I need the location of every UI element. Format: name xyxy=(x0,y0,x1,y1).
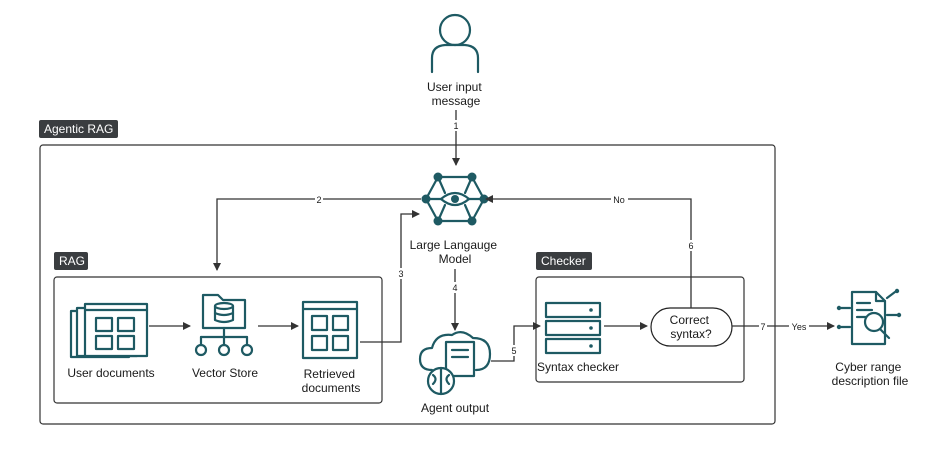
agentic-rag-group: Agentic RAG xyxy=(39,120,776,425)
connector-2: 2 xyxy=(213,194,421,271)
syntax-checker-label: Syntax checker xyxy=(537,360,619,374)
rag-group: RAG xyxy=(53,252,383,404)
retrieved-documents-label: Retrieved documents xyxy=(302,367,361,395)
neural-network-eye-icon xyxy=(421,172,489,226)
svg-text:6: 6 xyxy=(688,241,693,251)
svg-text:5: 5 xyxy=(511,346,516,356)
connector-3: 3 xyxy=(360,210,420,343)
user-icon xyxy=(430,13,480,74)
svg-text:3: 3 xyxy=(398,269,403,279)
document-search-circuit-icon xyxy=(836,288,902,346)
correct-syntax-decision: Correct syntax? xyxy=(650,307,733,347)
user-documents-label: User documents xyxy=(67,366,154,380)
user-input-label: User input message xyxy=(427,80,485,108)
llm-label: Large Langauge Model xyxy=(410,238,501,266)
rag-title: RAG xyxy=(59,254,85,268)
correct-syntax-label: Correct syntax? xyxy=(670,313,713,341)
agentic-rag-title: Agentic RAG xyxy=(44,122,113,136)
vector-store-label: Vector Store xyxy=(192,366,258,380)
svg-text:7: 7 xyxy=(760,322,765,332)
connector-5: 5 xyxy=(491,322,541,362)
cyber-range-label: Cyber range description file xyxy=(832,360,909,388)
agent-output-label: Agent output xyxy=(421,401,490,415)
documents-stack-icon xyxy=(69,302,149,359)
database-folder-icon xyxy=(194,293,254,357)
svg-text:Yes: Yes xyxy=(792,322,807,332)
checker-title: Checker xyxy=(541,254,586,268)
cloud-document-brain-icon xyxy=(418,331,492,396)
connector-1: 1 xyxy=(452,110,460,166)
connector-6: 6 No xyxy=(485,194,695,308)
svg-text:No: No xyxy=(613,195,625,205)
connector-4: 4 xyxy=(451,269,459,331)
server-icon xyxy=(544,301,602,355)
svg-text:4: 4 xyxy=(452,283,457,293)
svg-text:1: 1 xyxy=(453,121,458,131)
connector-7: 7 Yes xyxy=(732,321,835,332)
checker-group: Checker xyxy=(535,252,745,383)
svg-text:2: 2 xyxy=(316,195,321,205)
document-grid-icon xyxy=(301,300,359,360)
